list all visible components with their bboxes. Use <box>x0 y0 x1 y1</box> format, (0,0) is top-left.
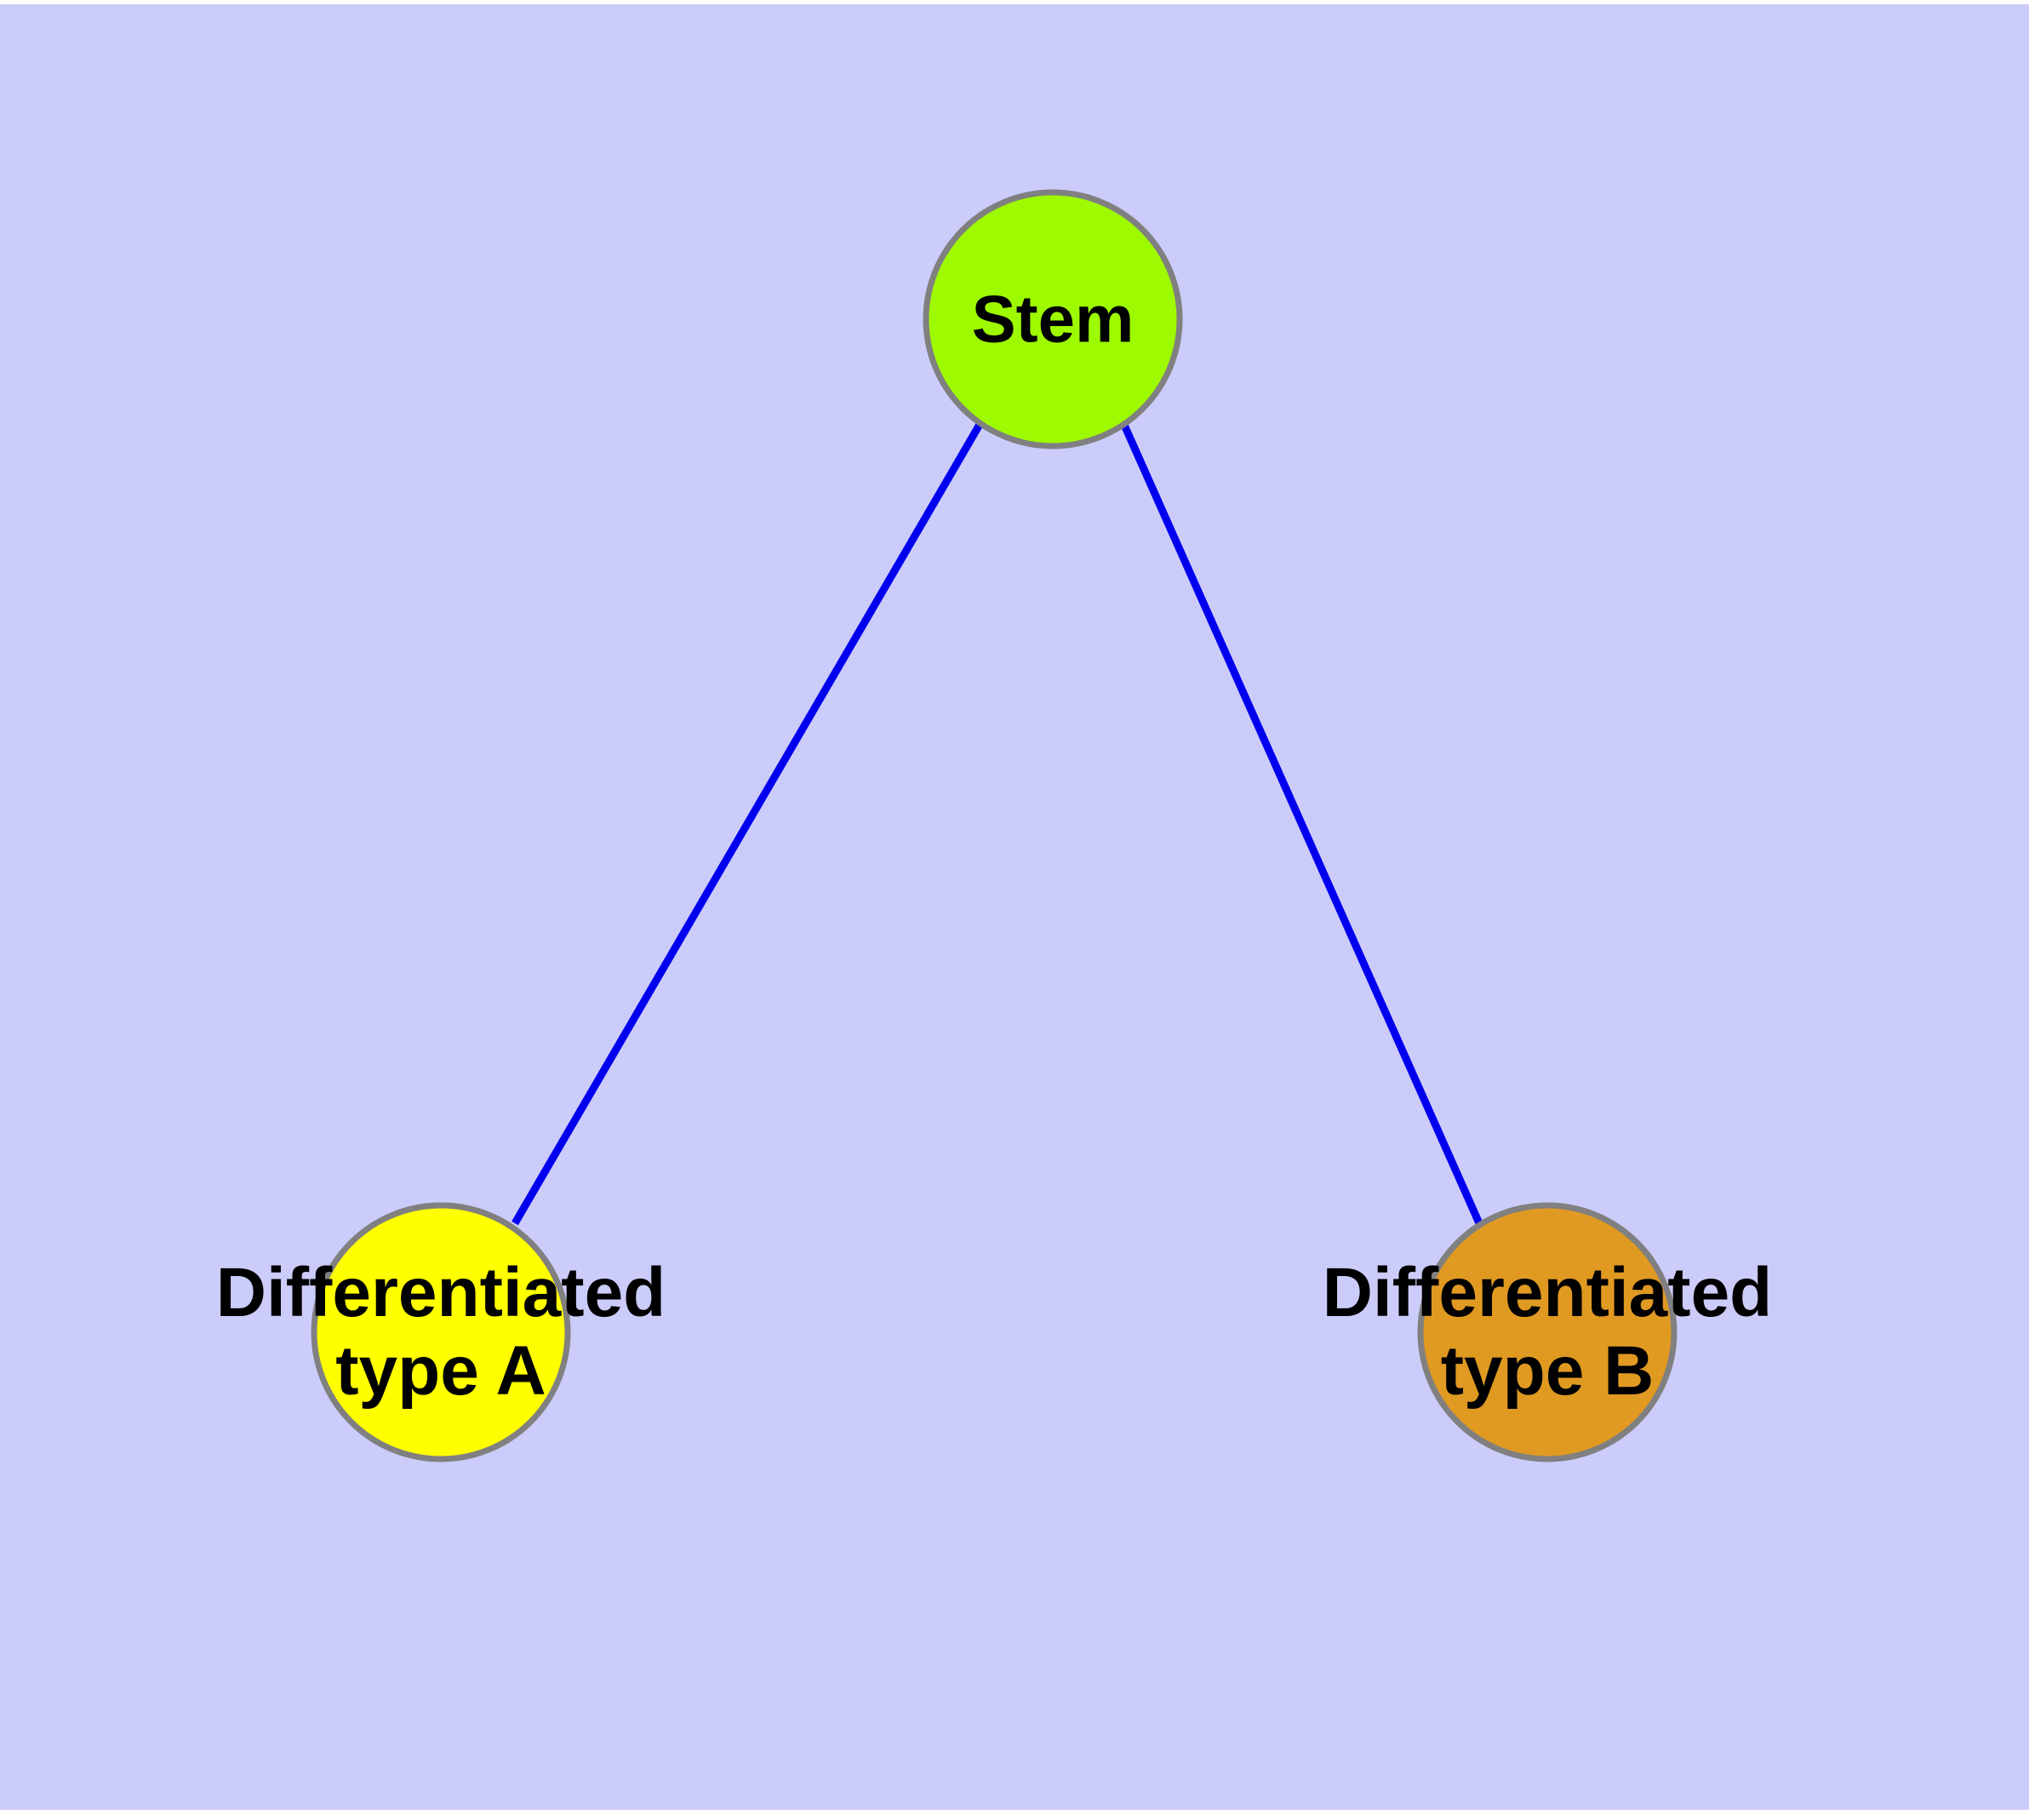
edge-layer <box>512 421 1483 1226</box>
node-type-b[interactable] <box>1417 1202 1677 1462</box>
node-layer <box>311 189 1677 1462</box>
graph-svg <box>311 189 1677 1462</box>
edge-stem-type-a <box>512 421 984 1226</box>
node-stem[interactable] <box>923 189 1183 449</box>
edge-stem-type-b <box>1119 421 1483 1225</box>
node-type-a[interactable] <box>311 1202 571 1462</box>
